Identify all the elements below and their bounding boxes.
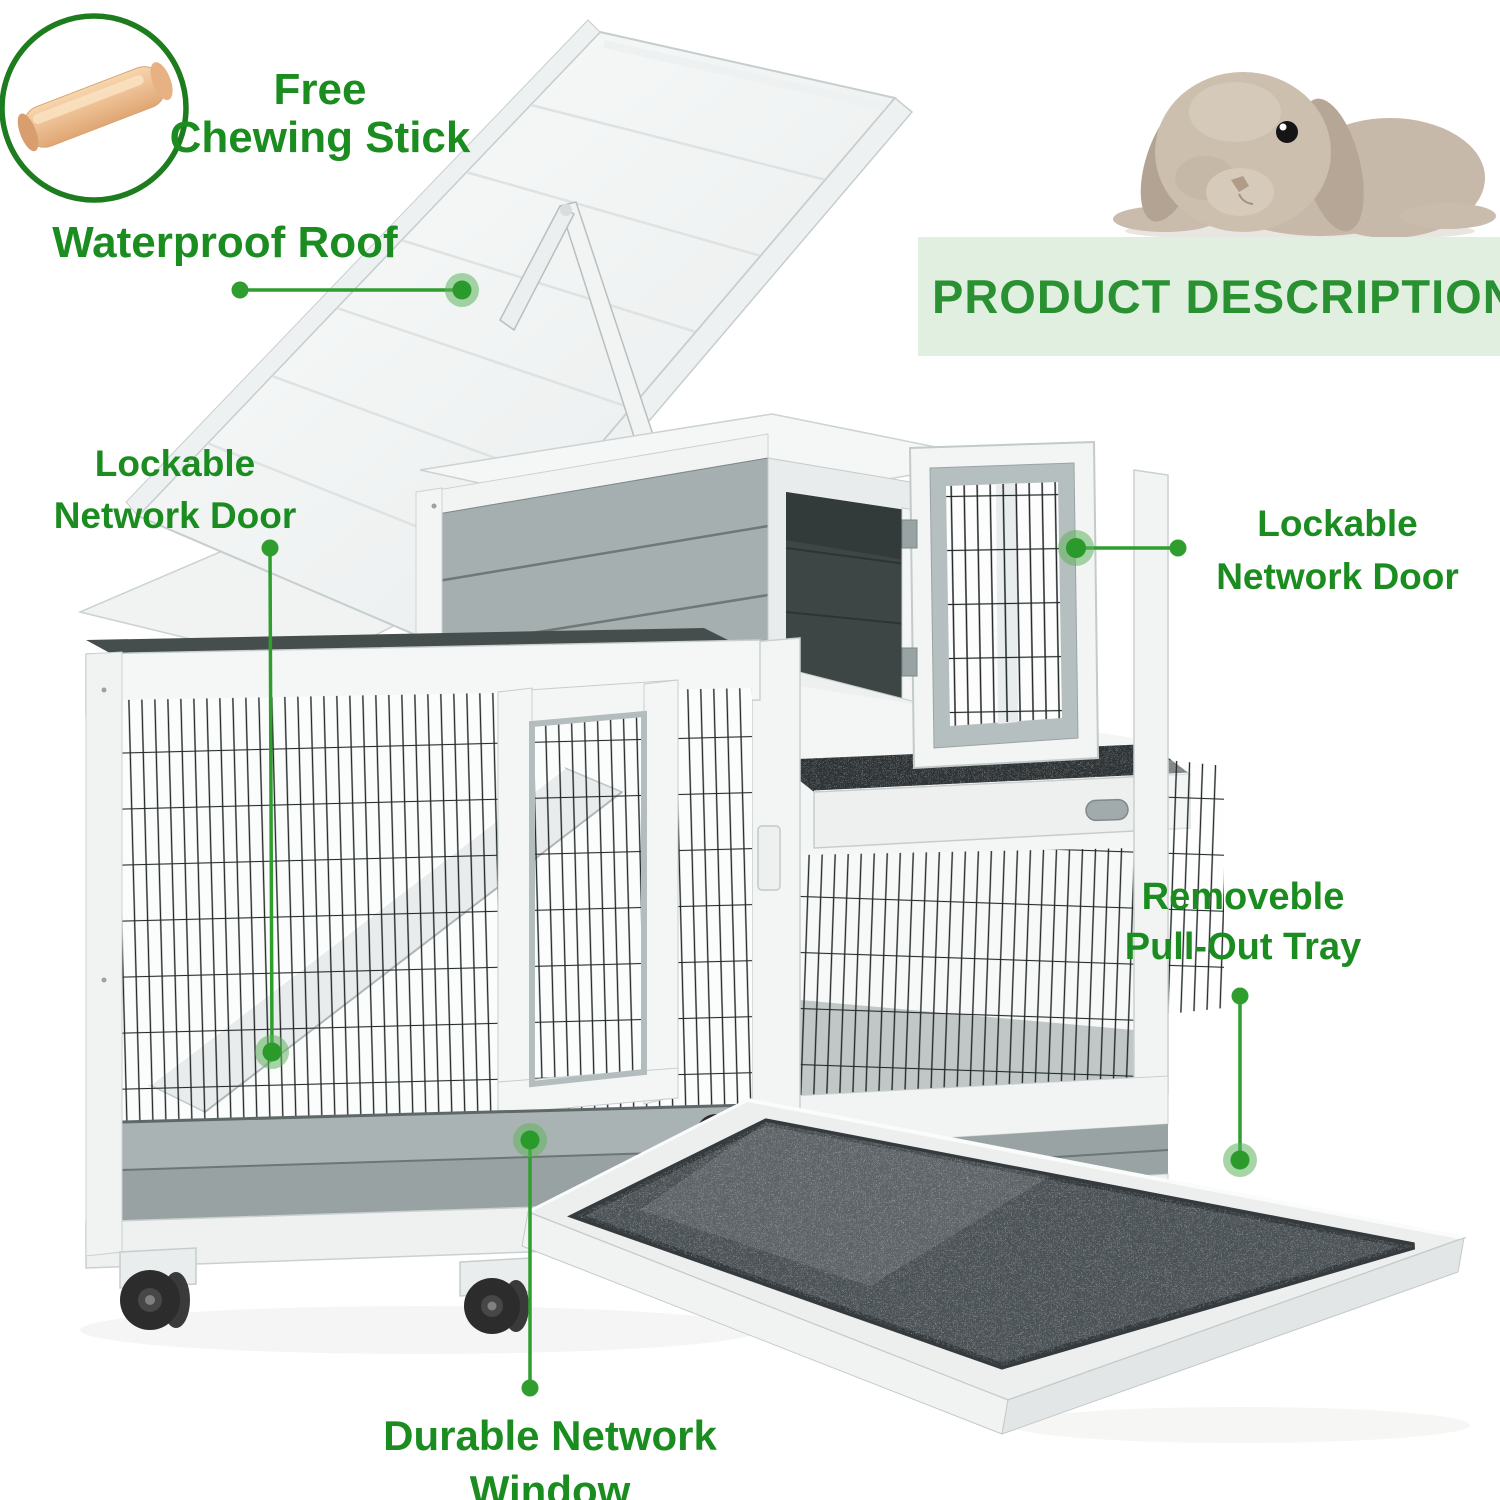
free-chewing-stick-line1: Free — [273, 65, 367, 114]
free-chewing-stick-label: Free Chewing Stick — [120, 66, 520, 162]
lockable-right-line2: Network Door — [1216, 556, 1459, 597]
lockable-right-line1: Lockable — [1257, 503, 1418, 544]
door-latch[interactable] — [757, 825, 781, 891]
removable-pull-out-tray[interactable] — [521, 1098, 1467, 1435]
lockable-network-door-left-label: Lockable Network Door — [5, 438, 345, 542]
caster-left[interactable] — [119, 1247, 197, 1330]
rabbit-photo — [1113, 72, 1496, 241]
tray-label-line2: Pull-Out Tray — [1124, 926, 1362, 968]
door-hinge-top — [901, 519, 918, 549]
under-house-cage — [751, 469, 1224, 1243]
removable-pull-out-tray-label: Removeble Pull-Out Tray — [1078, 872, 1408, 972]
left-cage-mesh — [122, 688, 752, 1122]
tray-label-line1: Removeble — [1141, 876, 1345, 918]
waterproof-roof-text: Waterproof Roof — [52, 218, 398, 267]
lockable-left-line2: Network Door — [53, 495, 297, 536]
window-label-line2: Window — [469, 1467, 631, 1500]
waterproof-roof-lid[interactable] — [125, 19, 914, 658]
product-description-banner: PRODUCT DESCRIPTION — [918, 237, 1500, 356]
rabbit-eye — [1276, 121, 1298, 143]
door-mesh — [946, 482, 1062, 726]
waterproof-roof-label: Waterproof Roof — [40, 220, 410, 266]
window-label-line1: Durable Network — [383, 1412, 717, 1459]
durable-network-window-label: Durable Network Window — [365, 1408, 735, 1500]
callout-dots — [231, 273, 1257, 1397]
lockable-network-door-open[interactable] — [901, 440, 1100, 770]
chewing-stick-icon — [0, 13, 189, 203]
free-chewing-stick-line2: Chewing Stick — [169, 113, 471, 162]
floor-shadows — [80, 1306, 1470, 1443]
under-house-mesh — [800, 848, 1134, 1100]
banner-title: PRODUCT DESCRIPTION — [932, 270, 1500, 323]
upper-tray-handle[interactable] — [1085, 798, 1129, 822]
left-cage-front-door[interactable] — [497, 679, 679, 1115]
lockable-network-door-right-label: Lockable Network Door — [1175, 497, 1500, 603]
caster-right[interactable] — [459, 1257, 531, 1334]
door-hinge-bottom — [901, 647, 918, 677]
lockable-left-line1: Lockable — [94, 443, 256, 484]
roof-prop-stick[interactable] — [499, 201, 665, 475]
